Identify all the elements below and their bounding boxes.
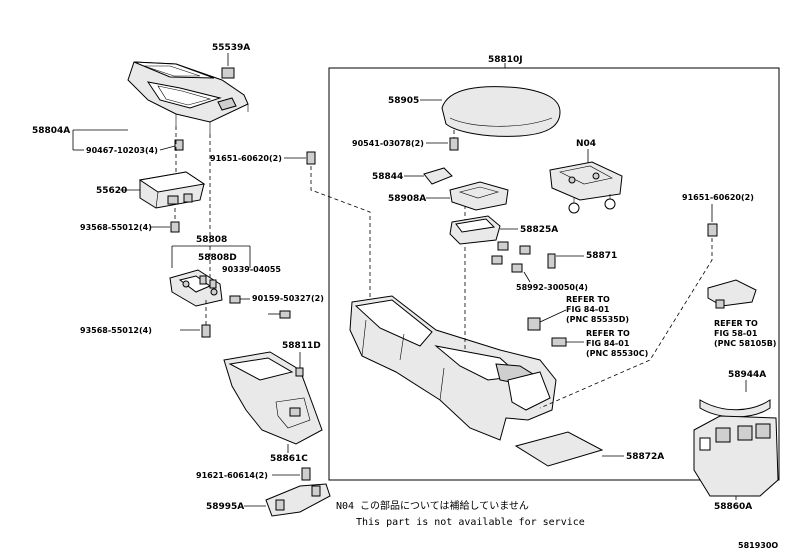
figure-id: 581930O [738,541,778,550]
label-58804a: 58804A [32,126,70,136]
label-58810j: 58810J [488,55,523,65]
label-90541: 90541-03078(2) [352,139,424,148]
ref3-line3: (PNC 58105B) [714,339,776,348]
label-58905: 58905 [388,96,419,106]
label-91621: 91621-60614(2) [196,471,268,480]
label-58908a: 58908A [388,194,426,204]
hinge-n04-drawing [549,161,623,214]
label-91651-right: 91651-60620(2) [682,193,754,202]
label-58808: 58808 [196,235,227,245]
pocket-58861c-drawing [223,351,323,445]
panel-58860a-drawing [693,415,779,497]
label-58861c: 58861C [270,454,308,464]
assembly-frame [328,67,780,481]
bracket-58105b-drawing [707,279,757,309]
clip-55539a-drawing [221,53,235,79]
label-90339: 90339-04055 [222,265,281,274]
ref1-line3: (PNC 85535D) [566,315,629,324]
label-58995a: 58995A [206,502,244,512]
label-58992: 58992-30050(4) [516,283,588,292]
label-93568-top: 93568-55012(4) [80,223,152,232]
screw-90467-drawing [159,139,184,151]
console-body-drawing [349,295,557,441]
label-58825a: 58825A [520,225,558,235]
upper-panel-drawing [127,61,249,134]
label-90159: 90159-50327(2) [252,294,324,303]
screw-93568-top-drawing [170,208,180,233]
label-n04: N04 [576,139,596,149]
label-55539a: 55539A [212,43,250,53]
screw-90159-drawing [229,295,241,304]
screw-90159b-drawing [268,310,291,319]
ref2-line2: FIG 84-01 [586,339,630,348]
label-58944a: 58944A [728,370,766,380]
connector-85530c-drawing [551,337,584,347]
part-58844-drawing [423,167,453,185]
label-58860a: 58860A [714,502,752,512]
trim-58944a-drawing [699,399,771,418]
part-58908a-drawing [449,181,509,211]
ref3-line2: FIG 58-01 [714,329,758,338]
part-58871-drawing [491,241,556,273]
note-jp: この部品については補給していません [360,499,529,512]
tray-58825a-drawing [449,215,501,245]
ref2-line3: (PNC 85530C) [586,349,648,358]
label-93568-bottom: 93568-55012(4) [80,326,152,335]
label-55620: 55620 [96,186,127,196]
note-code: N04 [336,501,354,512]
label-91651-left: 91651-60620(2) [210,154,282,163]
bracket-58995a-drawing [265,483,331,517]
box-55620-drawing [138,171,206,209]
bracket-58808-drawing [169,269,223,307]
label-58808d: 58808D [198,253,237,263]
armrest-58905-drawing [441,86,561,137]
mat-58872a-drawing [514,431,604,467]
label-58844: 58844 [372,172,403,182]
screw-93568-bottom-drawing [201,300,211,338]
ref3-line1: REFER TO [714,319,758,328]
label-58871: 58871 [586,251,617,261]
ref1-line2: FIG 84-01 [566,305,610,314]
ref1-line1: REFER TO [566,295,610,304]
label-90467: 90467-10203(4) [86,146,158,155]
label-58811d: 58811D [282,341,321,351]
connector-85535d-drawing [527,309,567,331]
label-58872a: 58872A [626,452,664,462]
ref2-line1: REFER TO [586,329,630,338]
note-en: This part is not available for service [356,517,585,528]
